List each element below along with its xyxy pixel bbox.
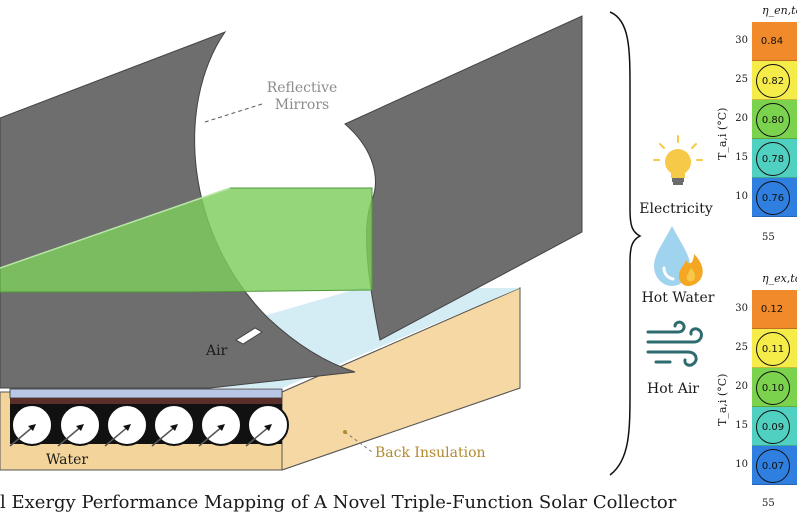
heatmap-value-label: 0.84: [760, 35, 784, 47]
heatmap-value-label: 0.09: [756, 410, 790, 444]
heatmap-ytick: 30: [735, 302, 748, 314]
output-bracket: [609, 11, 642, 476]
water-tube: [9, 404, 53, 447]
heatmap-ytick: 10: [735, 190, 748, 202]
heatmap-ytick: 15: [735, 419, 748, 431]
water-tube: [57, 404, 101, 447]
label-back-insulation: Back Insulation: [375, 445, 486, 461]
mirror-leader-line: [204, 103, 263, 123]
heatmap-value-label: 0.07: [756, 449, 790, 483]
heatmap-ytick: 20: [735, 380, 748, 392]
output-label-electricity: Electricity: [639, 201, 713, 217]
heatmap-value-label: 0.11: [756, 332, 790, 366]
insulation-marker: [343, 430, 347, 434]
water-tube: [104, 404, 148, 447]
wind-icon: [646, 320, 703, 367]
label-water: Water: [46, 452, 89, 468]
output-label-hot-air: Hot Air: [647, 381, 699, 397]
heatmap-ytick: 10: [735, 458, 748, 470]
heatmap-value-label: 0.80: [756, 103, 790, 137]
heatmap-2-xtick: 55: [762, 498, 775, 509]
water-tube: [198, 404, 242, 447]
heatmap-value-label: 0.12: [760, 303, 784, 315]
heatmap-ytick: 15: [735, 151, 748, 163]
label-reflective-mirrors-text: Reflective Mirrors: [266, 80, 338, 113]
reflective-mirror-right: [344, 15, 583, 341]
water-tube: [245, 404, 289, 447]
heatmap-2-title: η_ex,tot: [762, 272, 797, 285]
heatmap-value-label: 0.82: [756, 64, 790, 98]
pv-panel-edge: [0, 187, 231, 269]
heatmap-1-xtick: 55: [762, 232, 775, 243]
figure-caption: l Exergy Performance Mapping of A Novel …: [0, 492, 677, 513]
label-reflective-mirrors: Reflective Mirrors: [262, 80, 342, 114]
output-label-hot-water: Hot Water: [641, 290, 715, 306]
water-tube-row: [9, 404, 289, 447]
heatmap-ytick: 25: [735, 341, 748, 353]
heatmap-ytick: 30: [735, 34, 748, 46]
air-flow-arrow: [235, 327, 263, 345]
heatmap-cell: [752, 290, 797, 329]
absorber-layers: [9, 388, 283, 399]
heatmap-cell: [752, 22, 797, 61]
water-tube: [151, 404, 195, 447]
heatmap-1-title: η_en,tot: [762, 4, 797, 17]
label-air: Air: [206, 343, 228, 359]
heatmap-value-label: 0.10: [756, 371, 790, 405]
heatmap-value-label: 0.78: [756, 142, 790, 176]
heatmap-value-label: 0.76: [756, 181, 790, 215]
absorber-dark-layer: [10, 398, 282, 404]
light-bulb-icon: [653, 135, 703, 185]
heatmap-ytick: 25: [735, 73, 748, 85]
heatmap-ytick: 20: [735, 112, 748, 124]
water-drop-flame-icon: [654, 226, 703, 286]
